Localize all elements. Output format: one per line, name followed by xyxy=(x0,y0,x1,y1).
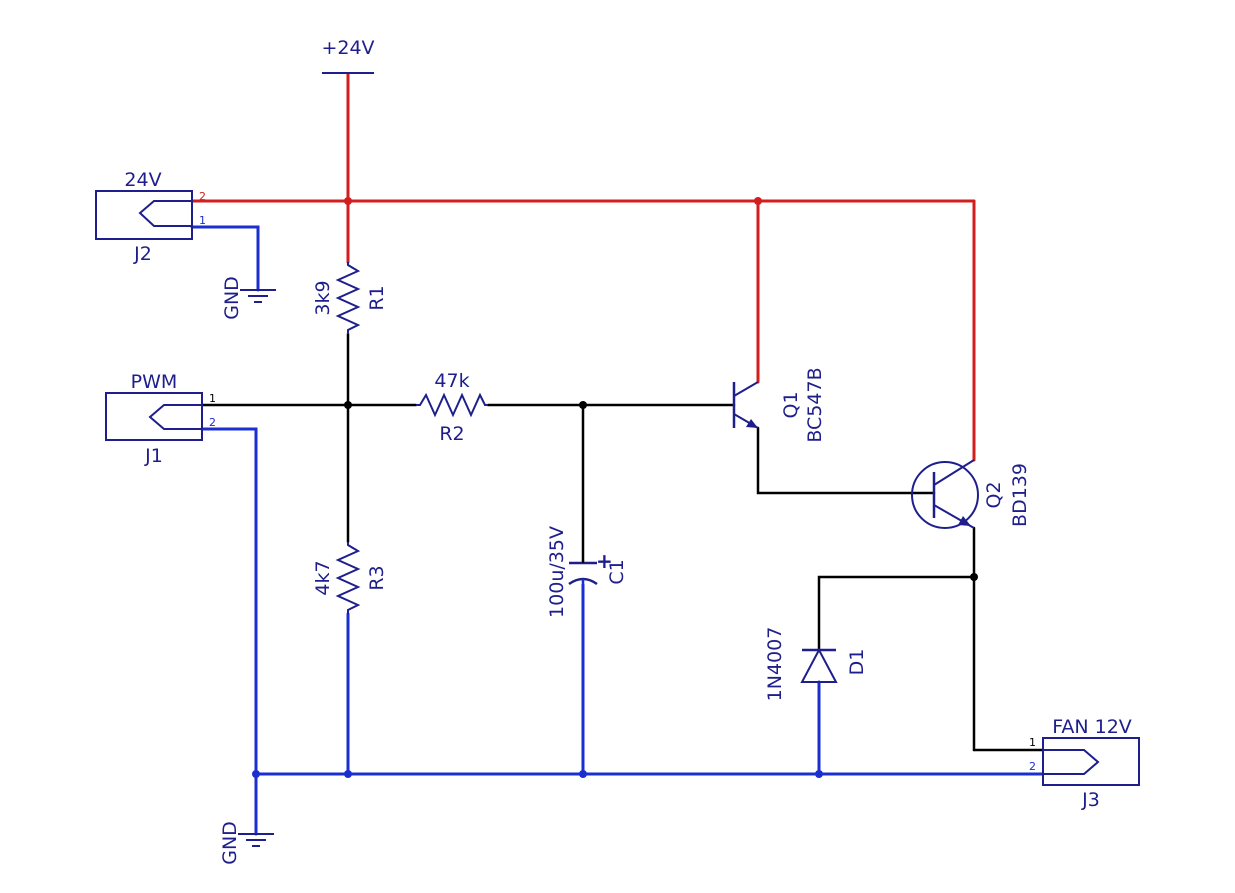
connector-value: FAN 12V xyxy=(1052,716,1132,738)
connector-body xyxy=(95,190,193,240)
connector-value: PWM xyxy=(131,371,178,393)
connector-pins xyxy=(148,404,202,430)
transistor-value: BC547B xyxy=(804,367,826,442)
transistor-emitter-arrow xyxy=(958,516,971,526)
pin-number: 2 xyxy=(1029,760,1036,773)
resistor-value: 4k7 xyxy=(312,560,334,595)
pin-number: 1 xyxy=(1029,736,1036,749)
resistor-r2: 47k R2 xyxy=(416,370,488,445)
capacitor-c1: + 100u/35V C1 xyxy=(546,526,628,618)
junction-dot xyxy=(344,401,352,409)
transistor-ref: Q1 xyxy=(780,391,802,418)
pin-number: 1 xyxy=(199,214,206,227)
wire-j1-ground xyxy=(200,427,258,836)
pin-number: 1 xyxy=(209,392,216,405)
supply-label: +24V xyxy=(321,37,374,59)
resistor-zigzag xyxy=(416,392,488,418)
capacitor-polarity: + xyxy=(596,549,613,573)
diode-value: 1N4007 xyxy=(764,627,786,702)
junction-dot xyxy=(579,401,587,409)
junction-dot xyxy=(344,197,352,205)
signal-net xyxy=(200,332,1045,752)
capacitor-ref: C1 xyxy=(606,559,628,584)
junction-dot xyxy=(815,770,823,778)
ground-symbol-top: GND xyxy=(221,276,276,320)
connector-pins xyxy=(1043,749,1100,775)
transistor-value: BD139 xyxy=(1009,463,1031,527)
junction-dot xyxy=(344,770,352,778)
capacitor-value: 100u/35V xyxy=(546,526,568,618)
resistor-ref: R1 xyxy=(366,285,388,310)
transistor-emitter-arrow xyxy=(746,419,758,428)
supply-net xyxy=(190,72,976,462)
ground-label: GND xyxy=(219,821,241,865)
resistor-r1: 3k9 R1 xyxy=(312,262,388,334)
junction-dot xyxy=(754,197,762,205)
transistor-envelope xyxy=(911,461,979,529)
resistor-zigzag xyxy=(335,542,361,614)
transistor-collector-leg xyxy=(933,459,975,486)
transistor-q1: Q1 BC547B xyxy=(732,367,826,443)
connector-pins xyxy=(138,200,192,227)
diode-triangle xyxy=(800,647,838,683)
connector-ref: J3 xyxy=(1081,789,1100,811)
junction-dot xyxy=(252,770,260,778)
ground-symbol-bottom: GND xyxy=(219,821,274,865)
pin-number: 2 xyxy=(209,416,216,429)
ground-net xyxy=(190,225,1045,836)
junction-dot xyxy=(579,770,587,778)
resistor-ref: R2 xyxy=(439,423,464,445)
resistor-r3: 4k7 R3 xyxy=(312,542,388,614)
diode-d1: 1N4007 D1 xyxy=(764,627,868,702)
junction-dot xyxy=(970,573,978,581)
resistor-value: 3k9 xyxy=(312,280,334,315)
connector-body xyxy=(1042,737,1140,786)
supply-symbol-24v: +24V xyxy=(321,37,375,74)
wire-q1-emitter-to-q2-base xyxy=(756,426,936,495)
resistor-value: 47k xyxy=(434,370,469,392)
connector-ref: J1 xyxy=(144,445,163,467)
wire-d1-cathode xyxy=(817,575,976,652)
transistor-q2: Q2 BD139 xyxy=(911,459,1031,529)
resistor-ref: R3 xyxy=(366,565,388,590)
connector-value: 24V xyxy=(124,169,161,191)
resistor-zigzag xyxy=(335,262,361,334)
ground-label: GND xyxy=(221,276,243,320)
transistor-collector-leg xyxy=(733,381,759,397)
wire-j2-ground xyxy=(190,225,260,292)
connector-ref: J2 xyxy=(133,243,152,265)
transistor-ref: Q2 xyxy=(983,481,1005,508)
connector-j1: PWM J1 1 2 xyxy=(105,371,216,467)
connector-body xyxy=(105,392,203,441)
pin-number: 2 xyxy=(199,190,206,203)
connector-j2: 24V J2 2 1 xyxy=(95,169,206,265)
connector-j3: FAN 12V J3 1 2 xyxy=(1029,716,1140,811)
diode-ref: D1 xyxy=(846,649,868,676)
